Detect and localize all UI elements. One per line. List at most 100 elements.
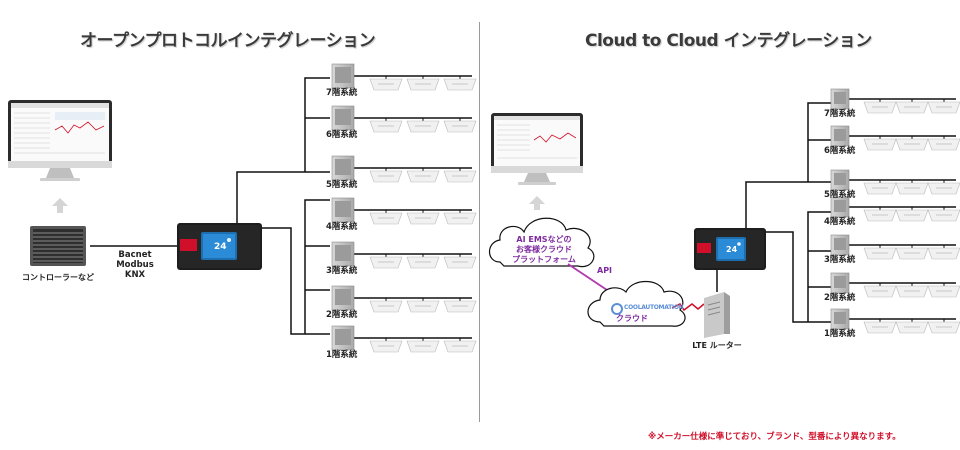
left-indoor-unit-4-2 (406, 210, 440, 225)
customer-cloud (488, 217, 595, 268)
right-odu-2 (830, 272, 850, 294)
right-indoor-unit-7-2 (895, 99, 929, 114)
right-indoor-unit-6-1 (863, 136, 897, 151)
left-indoor-unit-5-2 (406, 168, 440, 183)
protocol-knx: KNX (124, 270, 146, 280)
footnote: ※メーカー仕様に準じており、ブランド、型番により異なります。 (648, 432, 901, 442)
left-indoor-unit-1-1 (369, 338, 403, 353)
left-floor-label-5: 5階系統 (326, 180, 358, 190)
left-odu-2 (331, 285, 355, 311)
left-floor-label-4: 4階系統 (326, 222, 358, 232)
right-floor-label-4: 4階系統 (824, 217, 856, 227)
right-odu-6 (830, 125, 850, 147)
left-odu-5 (331, 155, 355, 181)
right-indoor-unit-5-2 (895, 180, 929, 195)
right-indoor-unit-1-3 (927, 319, 960, 334)
left-indoor-unit-2-1 (369, 298, 403, 313)
lte-router (704, 292, 730, 338)
coolautomation-cloud (587, 280, 686, 327)
left-indoor-unit-7-2 (406, 76, 440, 91)
right-floor-label-3: 3階系統 (824, 255, 856, 265)
left-indoor-unit-2-3 (443, 298, 477, 313)
right-odu-1 (830, 308, 850, 330)
right-odu-7 (830, 88, 850, 110)
left-indoor-unit-7-3 (443, 76, 477, 91)
left-floor-label-7: 7階系統 (326, 88, 358, 98)
left-floor-label-1: 1階系統 (326, 350, 358, 360)
protocol-list: Bacnet Modbus KNX (110, 250, 160, 280)
left-odu-7 (331, 63, 355, 89)
right-floor-label-1: 1階系統 (824, 329, 856, 339)
left-odu-3 (331, 241, 355, 267)
right-indoor-unit-4-2 (895, 207, 929, 222)
right-odu-4 (830, 196, 850, 218)
right-indoor-unit-5-1 (863, 180, 897, 195)
left-indoor-unit-3-2 (406, 254, 440, 269)
section-divider (479, 22, 480, 422)
right-indoor-unit-1-2 (895, 319, 929, 334)
right-indoor-unit-4-3 (927, 207, 960, 222)
left-indoor-unit-6-1 (369, 118, 403, 133)
controller-device (30, 226, 86, 266)
right-title: Cloud to Cloud インテグレーション (585, 31, 872, 51)
left-floor-label-3: 3階系統 (326, 266, 358, 276)
api-label: API (597, 266, 613, 275)
cloud-text-line-1: AI EMSなどの (516, 235, 572, 244)
left-floor-label-2: 2階系統 (326, 310, 358, 320)
right-arrow-up (529, 196, 545, 210)
right-floor-label-7: 7階系統 (824, 109, 856, 119)
right-indoor-unit-6-3 (927, 136, 960, 151)
right-gateway (694, 228, 766, 270)
right-indoor-unit-3-3 (927, 245, 960, 260)
protocol-modbus: Modbus (116, 260, 154, 270)
right-indoor-unit-6-2 (895, 136, 929, 151)
protocol-bacnet: Bacnet (118, 250, 152, 260)
left-gateway-screen-value: 24 (214, 242, 227, 252)
right-indoor-unit-3-1 (863, 245, 897, 260)
lte-router-label: LTE ルーター (692, 341, 742, 350)
coolautomation-logo-text: COOLAUTOMATION (624, 304, 684, 311)
coolautomation-cloud-label: クラウド (616, 314, 648, 323)
left-indoor-unit-7-1 (369, 76, 403, 91)
right-indoor-unit-2-2 (895, 283, 929, 298)
left-indoor-unit-5-1 (369, 168, 403, 183)
left-odu-6 (331, 105, 355, 131)
right-indoor-unit-4-1 (863, 207, 897, 222)
left-indoor-unit-6-3 (443, 118, 477, 133)
left-floor-label-6: 6階系統 (326, 130, 358, 140)
left-indoor-unit-2-2 (406, 298, 440, 313)
left-odu-4 (331, 197, 355, 223)
right-indoor-unit-5-3 (927, 180, 960, 195)
controller-label: コントローラーなど (22, 273, 94, 282)
left-odu-1 (331, 325, 355, 351)
right-floor-label-6: 6階系統 (824, 146, 856, 156)
right-indoor-unit-7-1 (863, 99, 897, 114)
left-gateway (177, 223, 262, 270)
left-indoor-unit-4-1 (369, 210, 403, 225)
right-indoor-unit-7-3 (927, 99, 960, 114)
left-title: オープンプロトコルインテグレーション (80, 31, 376, 51)
right-floor-label-5: 5階系統 (824, 190, 856, 200)
left-indoor-unit-5-3 (443, 168, 477, 183)
right-indoor-unit-1-1 (863, 319, 897, 334)
left-monitor (8, 100, 112, 181)
wireless-signal-icon (671, 303, 705, 312)
left-arrow-up (52, 198, 68, 213)
right-odu-5 (830, 169, 850, 191)
cloud-text-line-2: お客様クラウド (516, 245, 572, 254)
right-indoor-unit-3-2 (895, 245, 929, 260)
right-monitor (491, 113, 583, 185)
right-indoor-unit-2-3 (927, 283, 960, 298)
right-floor-label-2: 2階系統 (824, 293, 856, 303)
left-indoor-unit-3-3 (443, 254, 477, 269)
left-indoor-unit-3-1 (369, 254, 403, 269)
customer-cloud-text: AI EMSなどの お客様クラウド プラットフォーム (504, 235, 584, 265)
left-indoor-unit-1-3 (443, 338, 477, 353)
left-indoor-unit-1-2 (406, 338, 440, 353)
right-odu-3 (830, 234, 850, 256)
cloud-text-line-3: プラットフォーム (512, 255, 576, 264)
left-indoor-unit-4-3 (443, 210, 477, 225)
left-indoor-unit-6-2 (406, 118, 440, 133)
right-indoor-unit-2-1 (863, 283, 897, 298)
